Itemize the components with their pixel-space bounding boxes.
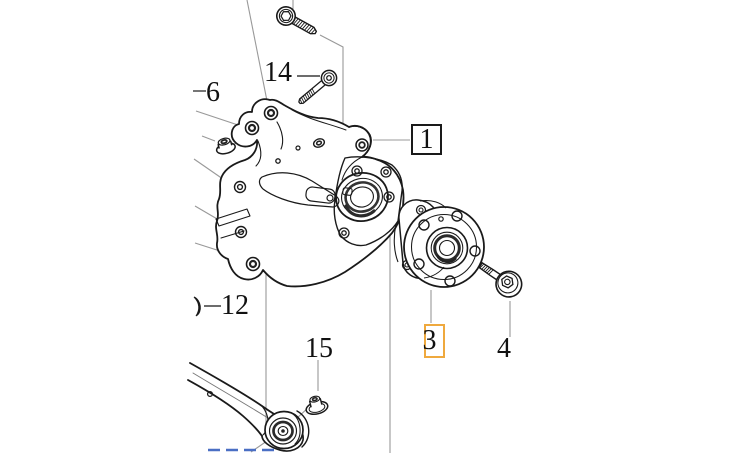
left-flange-holes — [233, 180, 248, 239]
casting-slot — [305, 186, 336, 204]
hub-lug-holes — [413, 210, 481, 287]
part-label-14[interactable]: 14 — [264, 57, 292, 88]
hub-center-boss — [425, 226, 469, 270]
hub-bore-shadow — [435, 254, 457, 264]
casting-rib — [215, 208, 251, 227]
bushing-outer-lip — [296, 410, 310, 448]
part-label-3: 3 — [422, 325, 437, 356]
top-bridge-line — [291, 109, 347, 131]
bushing-bolt-drawing[interactable] — [295, 67, 340, 108]
knuckle-drawing[interactable] — [215, 98, 405, 288]
label-dashes — [193, 75, 320, 307]
flange-bolt-holes — [338, 165, 395, 239]
leader-to-nut — [201, 135, 216, 142]
bore-thread-shadow — [344, 204, 376, 218]
part-label-6[interactable]: 6 — [206, 77, 220, 108]
part-label-12[interactable]: 12 — [221, 290, 249, 321]
top-bolt-drawing[interactable] — [273, 3, 320, 40]
control-arm-drawing[interactable] — [187, 362, 310, 452]
part-label-4[interactable]: 4 — [497, 333, 511, 364]
bolt4-threads — [479, 263, 494, 275]
bore-support-line — [341, 156, 363, 181]
top-bolt-threads — [293, 18, 316, 34]
bushing-ear-holes — [244, 105, 369, 272]
flange-nut-upper-drawing[interactable] — [214, 136, 236, 156]
small-oval-hole — [312, 138, 326, 148]
part-label-15[interactable]: 15 — [305, 333, 333, 364]
hub-bolt-drawing[interactable] — [474, 255, 527, 302]
part-label-1: 1 — [419, 123, 434, 155]
casting-pocket — [258, 172, 340, 208]
bearing-flange — [333, 156, 403, 247]
boss-outline — [348, 125, 372, 158]
part-callout-box-1[interactable]: 1 — [411, 124, 442, 155]
bushing-rings — [264, 410, 304, 450]
bolt14-threads — [299, 88, 316, 104]
part-callout-box-3-highlighted[interactable]: 3 — [422, 324, 445, 358]
control-arm-nut-drawing[interactable] — [303, 394, 329, 417]
leader-top-bolt-to-knuckle — [319, 34, 344, 131]
clip-washer-drawing[interactable] — [193, 296, 201, 317]
hub-drawing[interactable] — [393, 199, 485, 288]
knuckle-outline — [215, 98, 405, 288]
leader-from-top-to-ear — [246, 0, 269, 107]
